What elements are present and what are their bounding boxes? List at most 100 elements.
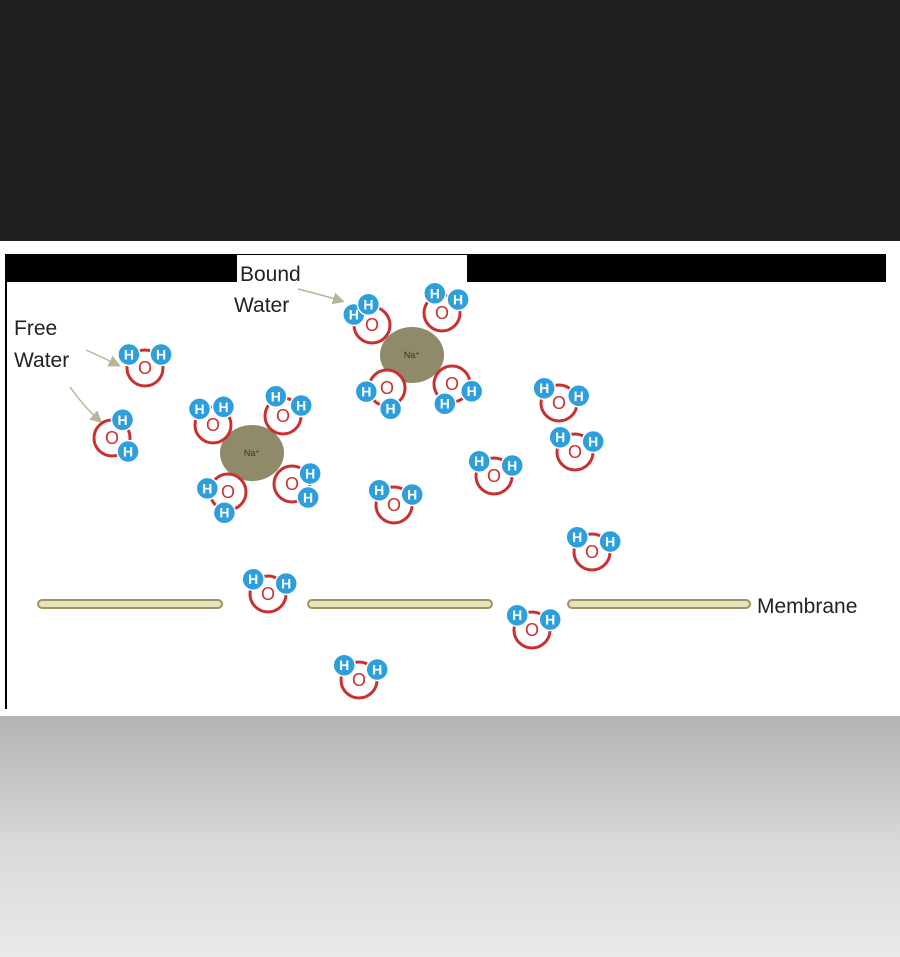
- oxygen-symbol: O: [435, 303, 449, 323]
- hydrogen-symbol: H: [117, 412, 127, 428]
- water-molecule: OH H: [532, 376, 591, 423]
- water-diagram: Bound Water Free Water Membrane Na⁺ Na⁺ …: [5, 254, 886, 709]
- hydrogen-atom: [367, 478, 391, 502]
- diagram-panel: Bound Water Free Water Membrane Na⁺ Na⁺ …: [0, 241, 900, 716]
- hydrogen-symbol: H: [545, 612, 555, 628]
- hydrogen-atom: [116, 439, 140, 464]
- hydrogen-atom: [187, 397, 212, 421]
- oxygen-symbol: O: [352, 670, 366, 690]
- hydrogen-atom: [532, 376, 556, 400]
- header-notch: [237, 255, 467, 282]
- oxygen-symbol: O: [206, 415, 220, 435]
- hydrogen-symbol: H: [386, 401, 396, 417]
- hydrogen-symbol: H: [467, 383, 477, 399]
- membrane-segment-2: [307, 599, 493, 609]
- hydrogen-atom: [354, 379, 379, 404]
- hydrogen-symbol: H: [218, 399, 228, 415]
- hydrogen-symbol: H: [555, 429, 565, 445]
- membrane-label: Membrane: [757, 595, 857, 618]
- water-molecule: OHH: [342, 292, 392, 345]
- hydrogen-symbol: H: [372, 662, 382, 678]
- hydrogen-atom: [332, 653, 356, 677]
- hydrogen-atom: [289, 393, 313, 418]
- hydrogen-symbol: H: [374, 482, 384, 498]
- oxygen-symbol: O: [585, 542, 599, 562]
- bound-water-arrow: [297, 288, 345, 305]
- hydrogen-atom: [212, 500, 237, 525]
- hydrogen-atom: [298, 461, 322, 486]
- hydrogen-atom: [296, 485, 320, 510]
- water-molecule: OH H: [548, 425, 605, 472]
- water-molecule: OHH: [263, 384, 313, 436]
- membrane-segment-3: [567, 599, 751, 609]
- water-molecule: OHH: [272, 461, 322, 510]
- hydrogen-atom: [241, 567, 265, 591]
- hydrogen-atom: [467, 449, 491, 473]
- hydrogen-atom: [598, 529, 622, 554]
- hydrogen-symbol: H: [605, 534, 615, 550]
- oxygen-symbol: O: [138, 358, 152, 378]
- oxygen-symbol: O: [276, 406, 290, 426]
- free-label-line1: Free: [14, 317, 57, 340]
- frame-left-edge: [5, 254, 7, 709]
- hydrogen-atom: [117, 342, 141, 367]
- hydrogen-atom: [566, 384, 591, 408]
- hydrogen-atom: [274, 571, 298, 596]
- hydrogen-atom: [459, 379, 484, 403]
- hydrogen-symbol: H: [219, 505, 229, 521]
- free-water-arrow-1: [85, 349, 121, 367]
- hydrogen-symbol: H: [539, 380, 549, 396]
- oxygen-symbol: O: [568, 442, 582, 462]
- hydrogen-symbol: H: [339, 657, 349, 673]
- hydrogen-atom: [548, 425, 572, 449]
- oxygen-symbol: O: [380, 378, 394, 398]
- water-molecule: OH H: [332, 653, 389, 700]
- oxygen-symbol: O: [365, 315, 379, 335]
- free-water-arrow-2: [69, 386, 103, 423]
- hydrogen-atom: [500, 453, 524, 478]
- hydrogen-atom: [356, 292, 381, 317]
- hydrogen-atom: [195, 476, 220, 501]
- hydrogen-atom: [505, 603, 529, 627]
- oxygen-symbol: O: [285, 474, 299, 494]
- hydrogen-symbol: H: [453, 292, 463, 308]
- water-molecule: OHH: [92, 408, 140, 464]
- bottom-gradient-band: [0, 716, 900, 957]
- membrane-segment-1: [37, 599, 223, 609]
- oxygen-symbol: O: [105, 428, 119, 448]
- hydrogen-symbol: H: [588, 434, 598, 450]
- hydrogen-atom: [581, 429, 605, 454]
- hydrogen-atom: [538, 607, 562, 632]
- hydrogen-symbol: H: [156, 347, 166, 363]
- sodium-ion-label: Na⁺: [244, 448, 261, 458]
- bound-label-line1: Bound: [240, 263, 301, 286]
- hydrogen-symbol: H: [574, 388, 584, 404]
- hydrogen-atom: [149, 342, 173, 367]
- oxygen-symbol: O: [525, 620, 539, 640]
- hydrogen-symbol: H: [123, 444, 133, 460]
- oxygen-symbol: O: [552, 393, 566, 413]
- hydrogen-symbol: H: [363, 296, 373, 312]
- hydrogen-symbol: H: [507, 458, 517, 474]
- oxygen-symbol: O: [221, 482, 235, 502]
- hydrogen-atom: [378, 396, 403, 421]
- hydrogen-symbol: H: [430, 285, 440, 301]
- oxygen-symbol: O: [261, 584, 275, 604]
- hydrogen-atom: [264, 384, 288, 409]
- hydrogen-symbol: H: [124, 347, 134, 363]
- free-label-line2: Water: [14, 349, 69, 372]
- hydrogen-atom: [400, 482, 424, 507]
- hydrogen-atom: [433, 391, 457, 416]
- hydrogen-symbol: H: [303, 490, 313, 506]
- hydrogen-symbol: H: [281, 576, 291, 592]
- bound-label-line2: Water: [234, 294, 289, 317]
- oxygen-symbol: O: [445, 374, 459, 394]
- hydrogen-atom: [365, 657, 389, 682]
- oxygen-symbol: O: [387, 495, 401, 515]
